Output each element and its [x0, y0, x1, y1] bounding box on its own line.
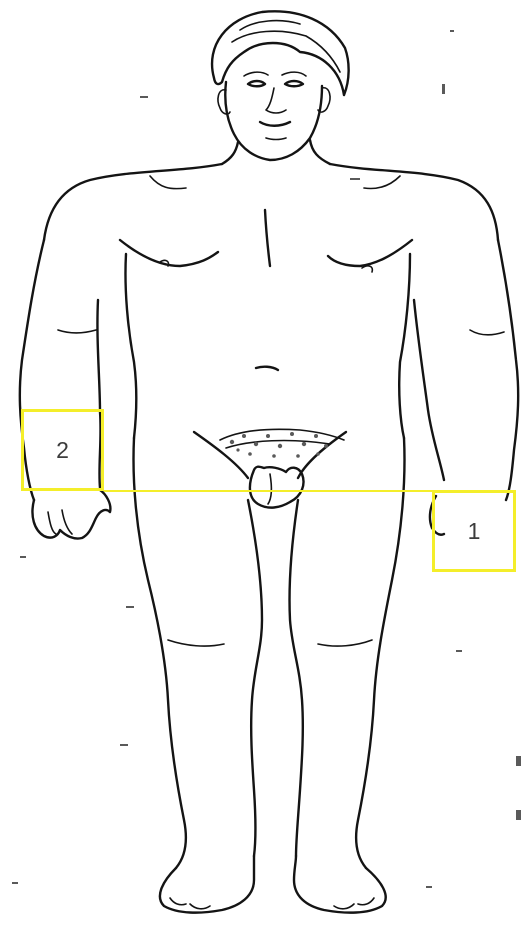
guide-line — [104, 490, 434, 492]
right-elbow — [470, 330, 504, 335]
neck-left — [222, 142, 238, 164]
nose — [266, 88, 286, 113]
hair-strands — [232, 21, 340, 72]
face-outline — [225, 82, 322, 160]
left-leg-inner — [248, 500, 262, 856]
chin-line — [266, 138, 286, 140]
left-torso-side — [125, 254, 136, 438]
mouth — [260, 122, 290, 126]
right-arm-inner — [414, 300, 444, 480]
left-knee — [168, 640, 224, 646]
right-shoulder — [330, 164, 498, 240]
right-eye — [285, 81, 303, 86]
right-leg-inner — [289, 500, 302, 856]
left-shoulder — [44, 164, 222, 240]
left-trapezius — [150, 176, 186, 189]
left-leg-outer — [134, 438, 186, 868]
right-trapezius — [364, 176, 400, 189]
right-arm-outer — [498, 240, 518, 500]
marker-label-2: 2 — [56, 437, 69, 464]
left-ear — [218, 90, 230, 114]
left-hand — [32, 490, 110, 539]
right-knee — [318, 640, 372, 646]
neck-right — [310, 140, 330, 164]
marker-box-2: 2 — [21, 409, 104, 491]
left-elbow — [58, 330, 96, 333]
right-pectoral — [328, 240, 412, 266]
genitals-detail — [268, 474, 271, 504]
pubic-hair-texture — [230, 432, 328, 458]
marker-box-1: 1 — [432, 490, 516, 572]
right-toes — [334, 898, 374, 909]
left-eye — [248, 81, 265, 86]
left-toes — [170, 898, 210, 909]
genitals — [250, 467, 304, 508]
navel — [256, 367, 278, 370]
right-nipple — [362, 266, 372, 272]
right-foot — [294, 856, 386, 913]
right-torso-side — [399, 254, 410, 438]
left-eyebrow — [244, 72, 268, 76]
right-leg-outer — [356, 438, 404, 868]
sternum-line — [265, 210, 270, 266]
marker-label-1: 1 — [468, 518, 481, 545]
left-foot — [160, 856, 254, 913]
right-eyebrow — [282, 72, 306, 76]
